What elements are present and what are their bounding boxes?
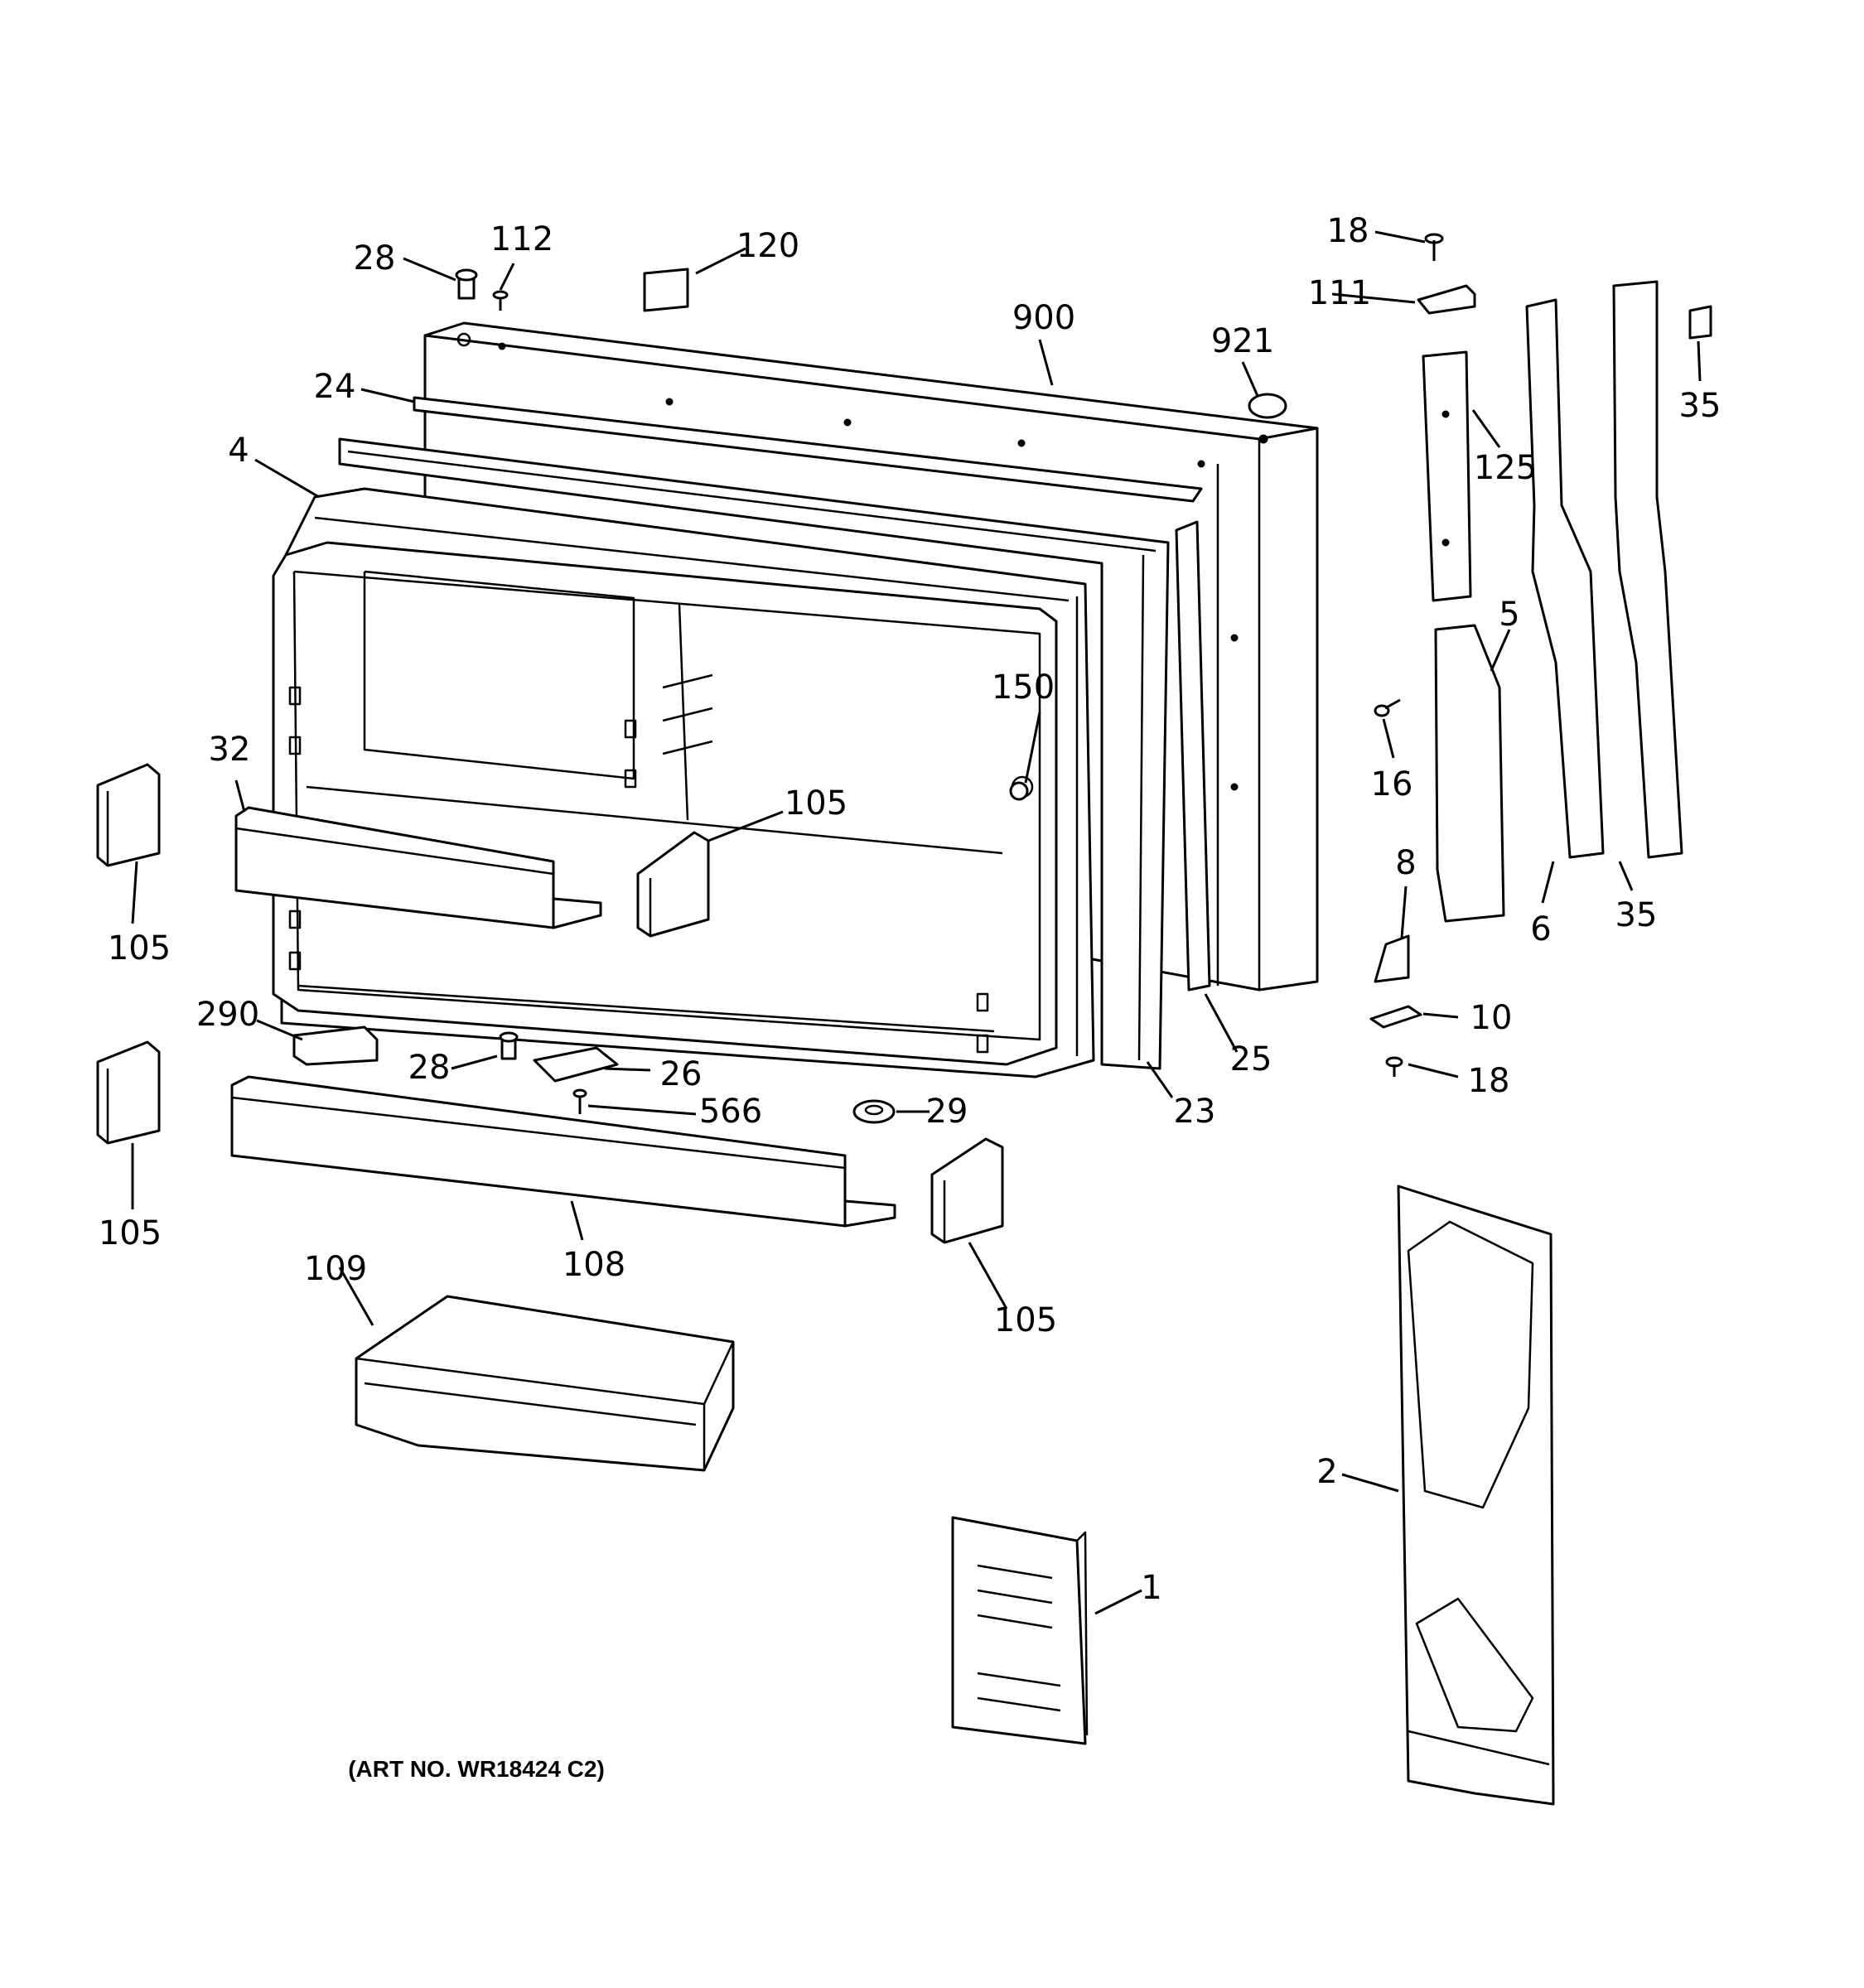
part-button-150 xyxy=(1009,781,1029,801)
part-shelf-bar-32 xyxy=(234,806,602,929)
callout-35-bottom: 35 xyxy=(1615,896,1658,934)
callout-32: 32 xyxy=(209,731,251,769)
part-bracket-111 xyxy=(1417,284,1476,315)
callout-labels: 28 112 120 900 921 24 4 32 105 105 105 1… xyxy=(99,212,1722,1607)
part-plug-921 xyxy=(1248,393,1287,419)
part-gasket-25 xyxy=(1175,520,1211,992)
callout-105-mid: 105 xyxy=(785,784,847,823)
callout-25: 25 xyxy=(1230,1040,1272,1078)
part-bin-109 xyxy=(355,1295,735,1472)
callout-1: 1 xyxy=(1141,1569,1161,1607)
part-gasket-23 xyxy=(338,437,1170,1070)
callout-26: 26 xyxy=(660,1055,703,1093)
art-number-caption: (ART NO. WR18424 C2) xyxy=(348,1756,605,1782)
part-hinge-cap-105-left-top xyxy=(96,763,161,867)
callout-921: 921 xyxy=(1211,322,1274,360)
part-handle-5 xyxy=(1434,624,1505,923)
callout-150: 150 xyxy=(992,668,1055,707)
callout-111: 111 xyxy=(1308,274,1371,312)
part-cap-120 xyxy=(643,268,689,312)
part-plate-26 xyxy=(533,1046,619,1083)
callout-105-bottom: 105 xyxy=(994,1301,1057,1339)
callout-28: 28 xyxy=(354,239,396,277)
callout-5: 5 xyxy=(1499,596,1519,634)
part-shelf-bar-108 xyxy=(230,1075,896,1228)
part-screw-18-top xyxy=(1424,233,1444,261)
part-hinge-arm-6 xyxy=(1525,298,1605,859)
callout-105-left-top: 105 xyxy=(108,929,171,967)
part-screw-16 xyxy=(1374,698,1401,717)
callout-24: 24 xyxy=(314,368,356,406)
callout-35-top: 35 xyxy=(1679,387,1722,425)
callout-6: 6 xyxy=(1530,910,1551,948)
callout-112: 112 xyxy=(490,220,553,258)
part-pin-28-mid xyxy=(499,1031,519,1060)
part-inner-liner xyxy=(272,541,1058,1066)
leader-lines xyxy=(131,230,1702,1615)
callout-18-top: 18 xyxy=(1327,212,1369,250)
part-screw-28-top xyxy=(455,268,478,300)
callout-566: 566 xyxy=(699,1093,762,1131)
part-gasket-24 xyxy=(413,396,1203,503)
part-hinge-cap-105-left-bottom xyxy=(96,1040,161,1145)
callout-23: 23 xyxy=(1174,1093,1216,1131)
callout-2: 2 xyxy=(1316,1453,1337,1491)
part-manual-1 xyxy=(951,1516,1089,1745)
part-hinge-cap-105-mid xyxy=(636,831,710,938)
callout-28-mid: 28 xyxy=(408,1049,451,1087)
callout-18-bottom: 18 xyxy=(1468,1062,1510,1100)
callout-125: 125 xyxy=(1474,449,1537,487)
callout-900: 900 xyxy=(1012,299,1075,337)
callout-105-left-bottom: 105 xyxy=(99,1214,162,1252)
callout-290: 290 xyxy=(196,996,259,1034)
callout-109: 109 xyxy=(304,1250,367,1288)
part-strip-125 xyxy=(1422,350,1472,602)
callout-108: 108 xyxy=(563,1246,625,1284)
callout-10: 10 xyxy=(1470,999,1513,1037)
part-hinge-arm-35 xyxy=(1612,280,1683,859)
part-cap-35-small xyxy=(1688,305,1712,340)
part-block-290 xyxy=(292,1025,379,1066)
part-plate-10 xyxy=(1369,1005,1422,1029)
part-handle-assembly-2 xyxy=(1397,1185,1555,1806)
part-screw-566 xyxy=(572,1088,587,1114)
callout-8: 8 xyxy=(1395,844,1416,882)
part-grommet-29 xyxy=(852,1099,896,1124)
callout-120: 120 xyxy=(736,227,799,265)
part-screw-112 xyxy=(492,290,509,311)
callout-16: 16 xyxy=(1371,765,1413,803)
part-screw-18-bottom xyxy=(1385,1056,1403,1077)
callout-4: 4 xyxy=(228,432,249,470)
part-clip-8 xyxy=(1374,934,1410,983)
part-hinge-cap-105-bottom xyxy=(930,1137,1004,1244)
callout-29: 29 xyxy=(926,1093,968,1131)
